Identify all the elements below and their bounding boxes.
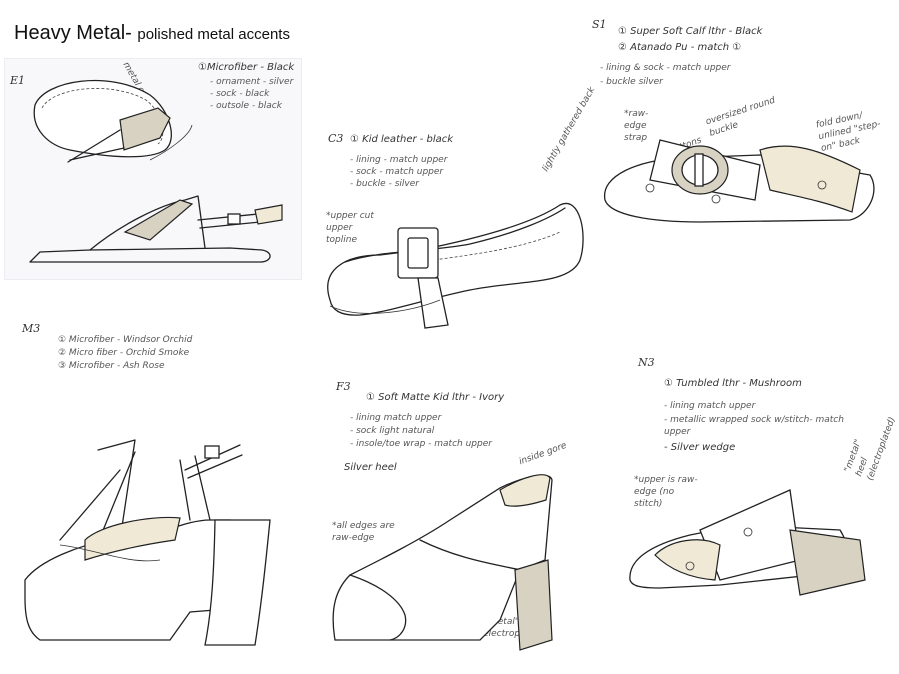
s1-note-3: - lining & sock - match upper [600, 63, 731, 73]
f3-note-4: - insole/toe wrap - match upper [350, 439, 492, 449]
f3-note-5: Silver heel [344, 462, 397, 473]
style-code-c3: C3 [328, 132, 344, 145]
style-code-s1: S1 [592, 18, 607, 31]
s1-note-1: ① Super Soft Calf lthr - Black [618, 26, 763, 37]
f3-callout-raw-edge: *all edges are raw-edge [332, 521, 395, 543]
s1-note-4: - buckle silver [600, 77, 663, 87]
e1-note-2: - ornament - silver [210, 77, 294, 87]
n3-note-1: ① Tumbled lthr - Mushroom [664, 378, 802, 389]
style-code-m3: M3 [22, 322, 41, 335]
s1-callout-raw-edge: *raw-edge strap [624, 109, 649, 143]
s1-note-2: ② Atanado Pu - match ① [618, 42, 742, 53]
c3-note-2: - lining - match upper [350, 155, 448, 165]
m3-note-3: ③ Microfiber - Ash Rose [58, 361, 165, 371]
n3-note-4: - Silver wedge [664, 442, 736, 453]
c3-note-4: - buckle - silver [350, 179, 419, 189]
m3-note-2: ② Micro fiber - Orchid Smoke [58, 348, 190, 358]
f3-note-1: ① Soft Matte Kid lthr - Ivory [366, 392, 505, 403]
e1-note-4: - outsole - black [210, 101, 282, 111]
style-code-e1: E1 [10, 74, 26, 87]
c3-callout-topline: *upper cut upper topline [326, 211, 374, 245]
title-sub: polished metal accents [137, 26, 290, 43]
sandal-e1-sketch [29, 79, 283, 263]
f3-callout-heel: "metal" heel (electroplated) [479, 617, 547, 639]
title-main: Heavy Metal- [14, 22, 132, 44]
style-code-n3: N3 [638, 356, 655, 369]
f3-note-2: - lining match upper [350, 413, 442, 423]
m3-note-1: ① Microfiber - Windsor Orchid [58, 335, 193, 345]
c3-note-1: ① Kid leather - black [350, 134, 454, 145]
n3-callout-raw-edge: *upper is raw-edge (no stitch) [634, 475, 698, 509]
e1-note-1: ①Microfiber - Black [198, 62, 295, 73]
f3-note-3: - sock light natural [350, 426, 435, 436]
c3-note-3: - sock - match upper [350, 167, 444, 177]
n3-note-2: - lining match upper [664, 401, 756, 411]
e1-note-3: - sock - black [210, 89, 270, 99]
style-code-f3: F3 [336, 380, 351, 393]
n3-note-3: - metallic wrapped sock w/stitch- match … [664, 415, 844, 437]
page-title: Heavy Metal- polished metal accents [14, 22, 290, 45]
